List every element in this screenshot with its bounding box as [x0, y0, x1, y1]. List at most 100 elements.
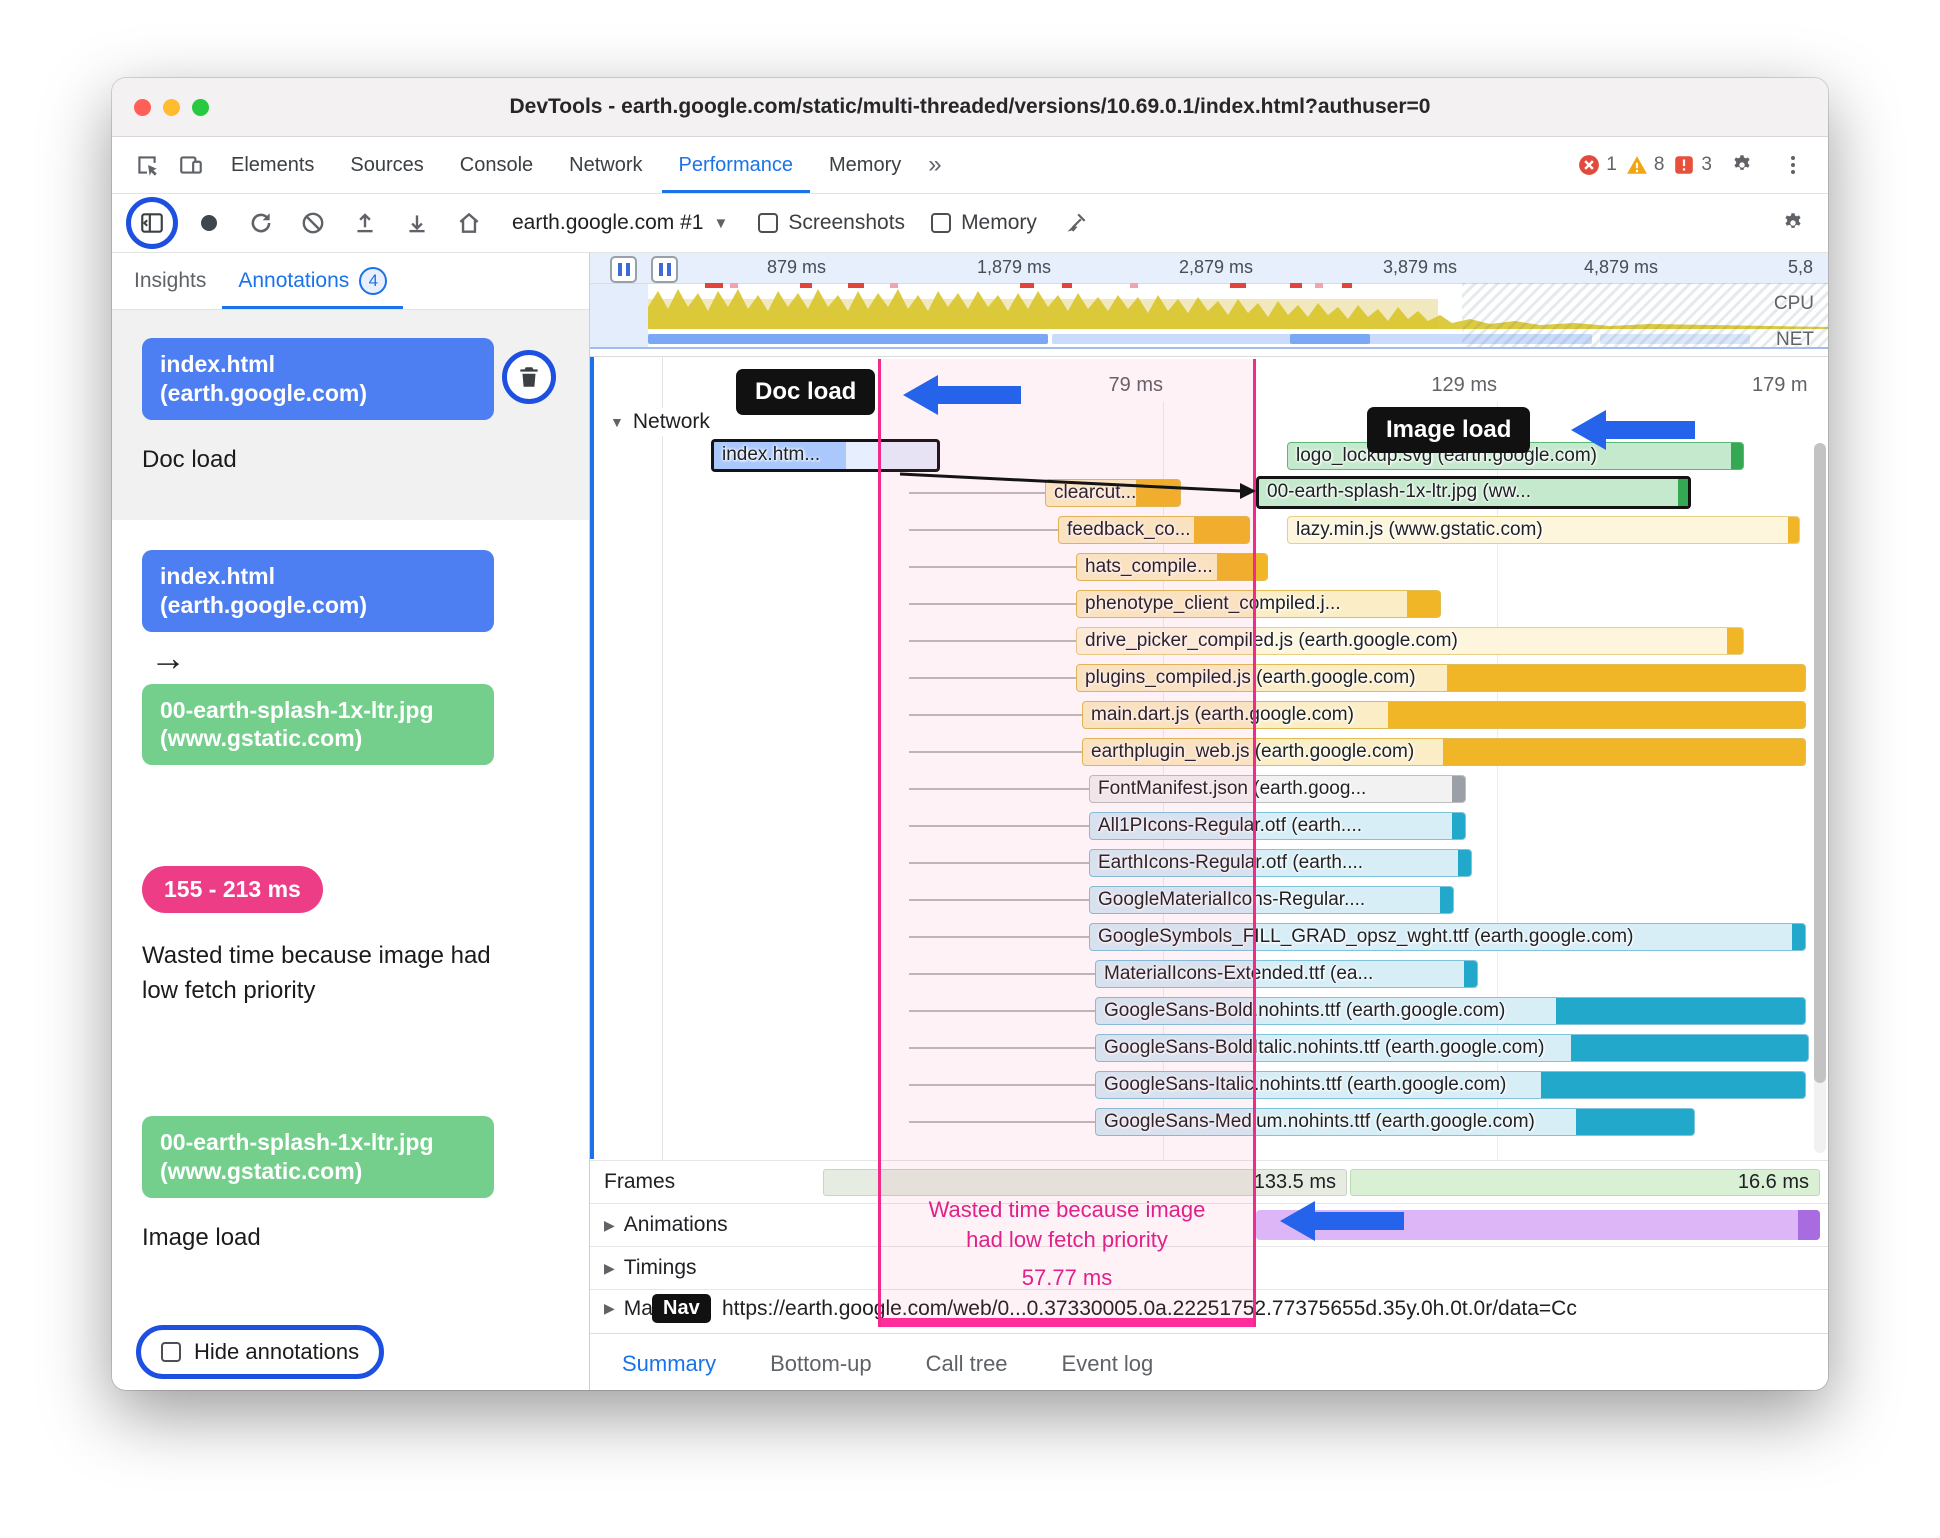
network-request-bar[interactable]: GoogleSans-BoldItalic.nohints.ttf (earth… — [1095, 1034, 1809, 1062]
timings-track[interactable]: ▶ Timings — [590, 1246, 1828, 1289]
record-button[interactable] — [188, 202, 230, 244]
doc-load-annotation-chip[interactable]: Doc load — [736, 369, 876, 415]
disclosure-triangle-icon[interactable]: ▶ — [604, 1259, 615, 1276]
trash-icon[interactable] — [516, 364, 542, 390]
timeline-overview[interactable]: 879 ms 1,879 ms 2,879 ms 3,879 ms 4,879 … — [590, 253, 1828, 357]
tab-event-log[interactable]: Event log — [1061, 1351, 1154, 1376]
network-request-bar[interactable]: hats_compile... — [1076, 553, 1268, 581]
capture-settings-gear-icon[interactable] — [1772, 202, 1814, 244]
menu-kebab-icon[interactable] — [1772, 144, 1814, 186]
frame-duration: 133.5 ms — [1253, 1171, 1336, 1193]
annotation-chip-image[interactable]: 00-earth-splash-1x-ltr.jpg (www.gstatic.… — [142, 1116, 494, 1198]
home-icon[interactable] — [448, 202, 490, 244]
pause-button[interactable] — [651, 256, 678, 283]
network-request-bar[interactable]: phenotype_client_compiled.j... — [1076, 590, 1441, 618]
annotation-entry-doc-load[interactable]: index.html (earth.google.com) Doc load — [112, 310, 589, 520]
network-request-bar[interactable]: All1PIcons-Regular.otf (earth.... — [1089, 812, 1466, 840]
network-request-bar[interactable]: MaterialIcons-Extended.ttf (ea... — [1095, 960, 1478, 988]
network-request-bar[interactable]: earthplugin_web.js (earth.google.com) — [1082, 738, 1806, 766]
image-load-annotation-chip[interactable]: Image load — [1367, 407, 1531, 453]
tab-call-tree[interactable]: Call tree — [925, 1351, 1008, 1376]
target-select[interactable]: earth.google.com #1 ▼ — [500, 211, 740, 235]
settings-gear-icon[interactable] — [1721, 144, 1763, 186]
more-tabs-icon[interactable]: » — [928, 151, 942, 178]
save-profile-icon[interactable] — [396, 202, 438, 244]
network-track-header[interactable]: ▼ Network — [600, 408, 720, 436]
vertical-scrollbar[interactable] — [1814, 443, 1826, 1153]
network-request-bar[interactable]: GoogleSans-Italic.nohints.ttf (earth.goo… — [1095, 1071, 1806, 1099]
nav-marker-chip[interactable]: Nav — [652, 1294, 711, 1323]
reload-record-button[interactable] — [240, 202, 282, 244]
garbage-collect-icon[interactable] — [1055, 202, 1097, 244]
tab-bottom-up[interactable]: Bottom-up — [770, 1351, 872, 1376]
annotation-entry-range[interactable]: 155 - 213 ms Wasted time because image h… — [112, 866, 589, 1008]
annotation-chip-from[interactable]: index.html (earth.google.com) — [142, 550, 494, 632]
zoom-button[interactable] — [192, 98, 209, 116]
annotation-entry-link[interactable]: index.html (earth.google.com) → 00-earth… — [112, 550, 589, 765]
frames-track[interactable]: Frames 133.5 ms 16.6 ms — [590, 1160, 1828, 1203]
tab-console[interactable]: Console — [459, 154, 534, 176]
network-request-bar[interactable]: main.dart.js (earth.google.com) — [1082, 701, 1806, 729]
disclosure-triangle-icon[interactable]: ▼ — [610, 414, 624, 430]
hide-annotations-checkbox[interactable] — [161, 1342, 181, 1362]
tab-memory[interactable]: Memory — [829, 154, 902, 176]
annotation-chip-doc[interactable]: index.html (earth.google.com) — [142, 338, 494, 420]
request-queue-line — [909, 862, 1089, 864]
minimize-button[interactable] — [163, 98, 180, 116]
device-toolbar-icon[interactable] — [170, 144, 212, 186]
frame-bar[interactable]: 16.6 ms — [1350, 1169, 1820, 1196]
animations-track[interactable]: ▶ Animations — [590, 1203, 1828, 1246]
issue-badge[interactable]: 3 — [1673, 154, 1712, 176]
frame-bar[interactable]: 133.5 ms — [823, 1169, 1347, 1196]
tab-network[interactable]: Network — [569, 154, 643, 176]
annotation-chip-to[interactable]: 00-earth-splash-1x-ltr.jpg (www.gstatic.… — [142, 683, 494, 765]
network-request-bar[interactable]: index.htm... — [711, 439, 940, 472]
tab-performance[interactable]: Performance — [662, 137, 811, 193]
annotation-chip-range[interactable]: 155 - 213 ms — [142, 866, 323, 913]
net-activity-strip — [590, 331, 1828, 349]
animation-bar[interactable] — [1256, 1210, 1820, 1240]
network-request-bar[interactable]: GoogleSymbols_FILL_GRAD_opsz_wght.ttf (e… — [1089, 923, 1806, 951]
disclosure-triangle-icon[interactable]: ▶ — [604, 1300, 615, 1316]
memory-checkbox[interactable] — [931, 213, 952, 233]
tab-elements[interactable]: Elements — [231, 154, 315, 176]
tab-sources[interactable]: Sources — [350, 154, 424, 176]
request-queue-line — [909, 1121, 1095, 1123]
network-request-bar[interactable]: GoogleMaterialIcons-Regular.... — [1089, 886, 1454, 914]
screenshots-checkbox[interactable] — [758, 213, 779, 233]
sidebar-toggle-icon[interactable] — [131, 202, 173, 244]
request-queue-line — [909, 1047, 1095, 1049]
load-profile-icon[interactable] — [344, 202, 386, 244]
network-request-bar[interactable]: 00-earth-splash-1x-ltr.jpg (ww... — [1256, 476, 1691, 509]
error-badge[interactable]: 1 — [1578, 154, 1617, 176]
nav-url: https://earth.google.com/web/0...0.37330… — [722, 1297, 1577, 1320]
network-request-bar[interactable]: drive_picker_compiled.js (earth.google.c… — [1076, 627, 1744, 655]
clear-button[interactable] — [292, 202, 334, 244]
warning-badge[interactable]: 8 — [1626, 154, 1664, 176]
network-request-bar[interactable]: GoogleSans-Medium.nohints.ttf (earth.goo… — [1095, 1108, 1695, 1136]
network-request-bar[interactable]: lazy.min.js (www.gstatic.com) — [1287, 516, 1800, 544]
ruler-tick: 879 ms — [767, 257, 827, 277]
network-request-bar[interactable]: FontManifest.json (earth.goog... — [1089, 775, 1466, 803]
network-request-bar[interactable]: EarthIcons-Regular.otf (earth.... — [1089, 849, 1472, 877]
inspect-icon[interactable] — [126, 144, 168, 186]
network-request-bar[interactable]: plugins_compiled.js (earth.google.com) — [1076, 664, 1806, 692]
memory-toggle[interactable]: Memory — [923, 211, 1045, 235]
annotation-circle: Hide annotations — [136, 1325, 385, 1379]
tab-summary[interactable]: Summary — [622, 1334, 716, 1390]
screenshots-label: Screenshots — [788, 211, 906, 234]
tab-insights[interactable]: Insights — [118, 253, 222, 309]
pause-button[interactable] — [610, 256, 637, 283]
close-button[interactable] — [134, 98, 151, 116]
network-request-bar[interactable]: feedback_co... — [1058, 516, 1250, 544]
network-request-bar[interactable]: GoogleSans-Bold.nohints.ttf (earth.googl… — [1095, 997, 1806, 1025]
screenshots-toggle[interactable]: Screenshots — [750, 211, 913, 235]
scrollbar-thumb[interactable] — [1814, 443, 1826, 1083]
annotation-entry-image-load[interactable]: 00-earth-splash-1x-ltr.jpg (www.gstatic.… — [112, 1116, 589, 1252]
main-track[interactable]: ▶ Ma Nav https://earth.google.com/web/0.… — [590, 1289, 1828, 1327]
disclosure-triangle-icon[interactable]: ▶ — [604, 1216, 615, 1233]
traffic-lights — [134, 98, 209, 116]
tab-annotations[interactable]: Annotations 4 — [222, 253, 403, 309]
network-waterfall[interactable]: 79 ms 129 ms 179 m ▼ Network ... index.h… — [590, 356, 1828, 1160]
network-request-bar[interactable]: clearcut... — [1045, 479, 1181, 507]
